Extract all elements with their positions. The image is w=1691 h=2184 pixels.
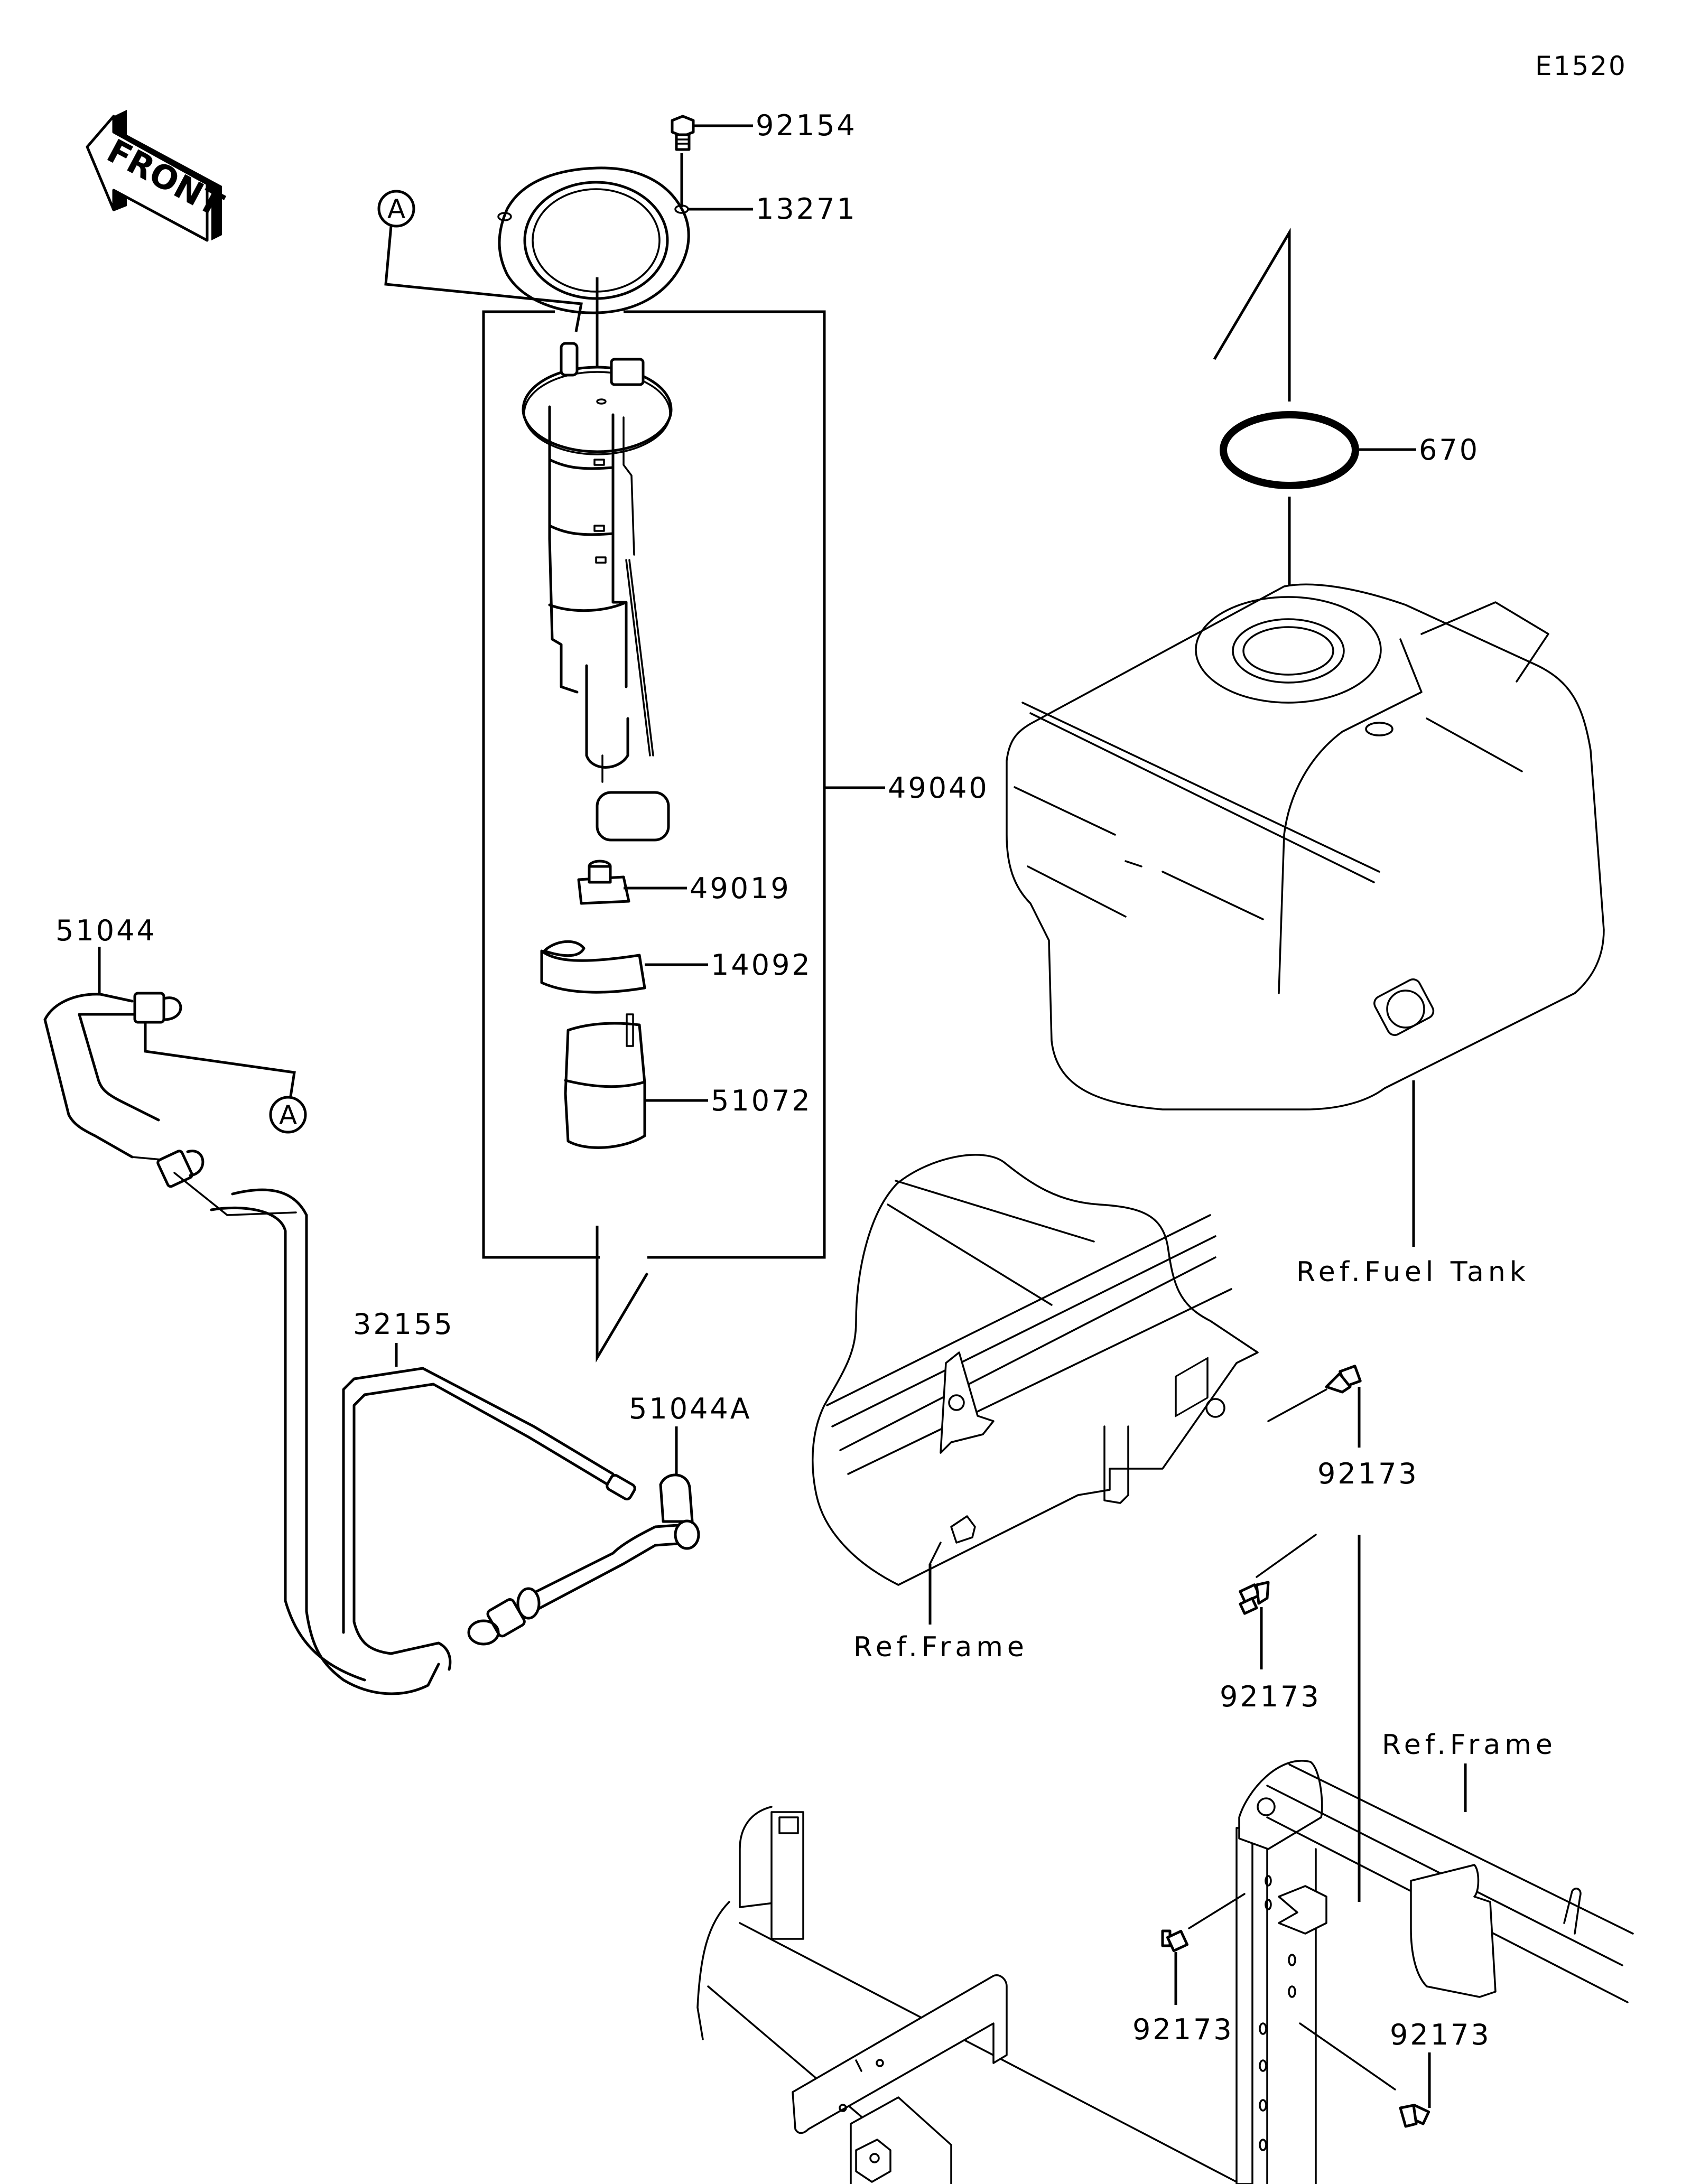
fuel-hose-51044a[interactable] xyxy=(467,1473,700,1646)
fuel-pump-49040[interactable] xyxy=(522,342,673,783)
part-label-51072: 51072 xyxy=(711,1084,812,1117)
ref-frame-upper: Ref.Frame xyxy=(853,1631,1028,1663)
fuel-level-float xyxy=(596,791,670,842)
part-label-670: 670 xyxy=(1419,433,1480,466)
fuel-tank xyxy=(1006,583,1605,1110)
part-label-13271: 13271 xyxy=(756,192,857,226)
cover-14092[interactable] xyxy=(540,940,646,994)
part-label-14092: 14092 xyxy=(711,948,812,982)
frame-upper xyxy=(812,1154,1259,1586)
ref-fuel-tank: Ref.Fuel Tank xyxy=(1296,1256,1530,1288)
ref-marker-a-bottom: A xyxy=(269,1096,307,1134)
clip-92173-a[interactable] xyxy=(1325,1365,1362,1394)
diagram-code: E1520 xyxy=(1535,51,1627,81)
gasket-13271[interactable] xyxy=(497,166,690,314)
bolt-92154[interactable] xyxy=(671,115,695,151)
frame-lower xyxy=(696,1760,1634,2184)
svg-text:A: A xyxy=(387,194,405,225)
clip-92173-b[interactable] xyxy=(1239,1581,1270,1615)
o-ring-670[interactable] xyxy=(1220,411,1359,489)
part-label-32155: 32155 xyxy=(353,1308,454,1341)
part-label-92173-b: 92173 xyxy=(1220,1680,1321,1713)
filter-49019[interactable] xyxy=(577,860,630,905)
clip-92173-c[interactable] xyxy=(1161,1929,1189,1953)
svg-text:A: A xyxy=(279,1100,297,1131)
part-label-51044: 51044 xyxy=(55,914,157,947)
front-arrow-icon: FRONT xyxy=(86,110,229,242)
fuel-hose-51044[interactable] xyxy=(43,992,297,1216)
pipe-32155[interactable] xyxy=(210,1188,636,1695)
part-label-49040: 49040 xyxy=(888,771,989,805)
part-label-92173-d: 92173 xyxy=(1390,2018,1491,2051)
part-label-92154: 92154 xyxy=(756,109,857,142)
part-label-49019: 49019 xyxy=(690,872,791,905)
part-label-92173-c: 92173 xyxy=(1132,2013,1234,2046)
ref-frame-lower: Ref.Frame xyxy=(1382,1729,1557,1761)
clip-92173-d[interactable] xyxy=(1399,2104,1430,2128)
ref-marker-a-top: A xyxy=(377,190,415,228)
part-label-92173-a: 92173 xyxy=(1317,1457,1419,1490)
part-label-51044a: 51044A xyxy=(629,1392,752,1425)
cup-51072[interactable] xyxy=(564,1013,646,1149)
